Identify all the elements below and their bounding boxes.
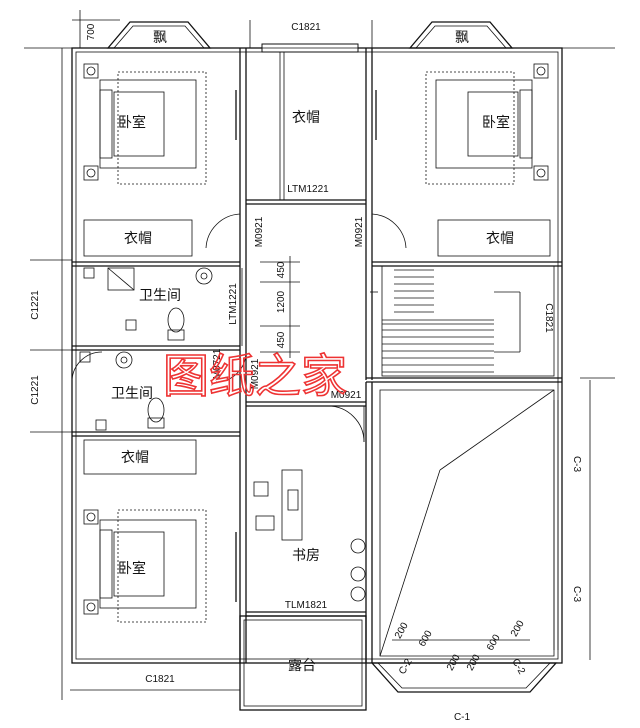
wardrobe-top-left xyxy=(83,219,193,257)
terrace-area xyxy=(239,615,367,711)
code-m0921-c: M0921 xyxy=(331,390,362,401)
room-label-bathroom-1: 卫生间 xyxy=(139,288,181,304)
watermark: 图纸之家 xyxy=(163,349,347,403)
room-label-wardrobe-tl: 衣帽 xyxy=(124,231,152,247)
code-c3-b: C-3 xyxy=(571,586,582,603)
code-c3-a: C-3 xyxy=(571,456,582,473)
doors xyxy=(71,90,407,602)
top-windows xyxy=(261,43,359,53)
bathroom-1-fixtures xyxy=(83,267,213,341)
dim-700: 700 xyxy=(86,23,97,40)
dim-450-b: 450 xyxy=(276,331,287,348)
room-label-study: 书房 xyxy=(292,548,320,564)
dim-200-d: 200 xyxy=(509,618,527,638)
room-label-bedroom-tl: 卧室 xyxy=(118,114,146,131)
dim-600-a: 600 xyxy=(417,628,435,648)
code-c1821-bottom: C1821 xyxy=(145,674,175,685)
code-c2-b: C-2 xyxy=(509,657,527,677)
wardrobe-top-right xyxy=(437,219,551,257)
bay-window-bottom-right xyxy=(370,389,559,693)
room-label-bay-tr: 飘 xyxy=(455,30,469,46)
code-c1221-a: C1221 xyxy=(30,290,41,320)
room-label-bedroom-bl: 卧室 xyxy=(118,560,146,577)
bed-top-right xyxy=(425,63,549,185)
dim-200-a: 200 xyxy=(393,620,411,640)
code-c1821-stair: C1821 xyxy=(543,303,554,333)
terrace-rail xyxy=(243,619,363,707)
code-m0921-d: M0921 xyxy=(250,358,261,389)
code-c1: C-1 xyxy=(454,712,471,723)
room-label-wardrobe-center: 衣帽 xyxy=(292,110,320,126)
room-label-terrace: 露台 xyxy=(288,658,316,674)
room-label-wardrobe-bl: 衣帽 xyxy=(121,450,149,466)
code-c1221-b: C1221 xyxy=(30,375,41,405)
wardrobe-bottom-left xyxy=(83,439,197,475)
staircase xyxy=(370,265,555,377)
dim-200-b: 200 xyxy=(445,652,463,672)
bed-top-left xyxy=(83,63,207,185)
code-m0921-a: M0921 xyxy=(254,216,265,247)
code-ltm1821: TLM1821 xyxy=(285,600,328,611)
room-label-wardrobe-tr: 衣帽 xyxy=(486,231,514,247)
code-c2-a: C-2 xyxy=(397,657,415,677)
room-label-bay-tl: 飘 xyxy=(153,30,167,46)
code-c1821-top: C1821 xyxy=(291,22,321,33)
study-furniture xyxy=(253,469,366,602)
dim-1200: 1200 xyxy=(276,290,287,313)
code-m0721: M0721 xyxy=(212,348,223,379)
room-label-bedroom-tr: 卧室 xyxy=(482,114,510,131)
bed-bottom-left xyxy=(83,509,207,623)
dim-600-b: 600 xyxy=(485,632,503,652)
dim-ticks xyxy=(260,256,530,641)
code-ltm1221-top: LTM1221 xyxy=(287,184,329,195)
bay-window-top-right xyxy=(408,21,514,49)
bay-window-top-left xyxy=(106,21,212,49)
dim-450-a: 450 xyxy=(276,261,287,278)
dim-200-c: 200 xyxy=(465,652,483,672)
code-ltm1221-side: LTM1221 xyxy=(228,283,239,325)
room-label-bathroom-2: 卫生间 xyxy=(111,386,153,402)
code-m0921-b: M0921 xyxy=(354,216,365,247)
bathroom-2-fixtures xyxy=(79,351,165,431)
